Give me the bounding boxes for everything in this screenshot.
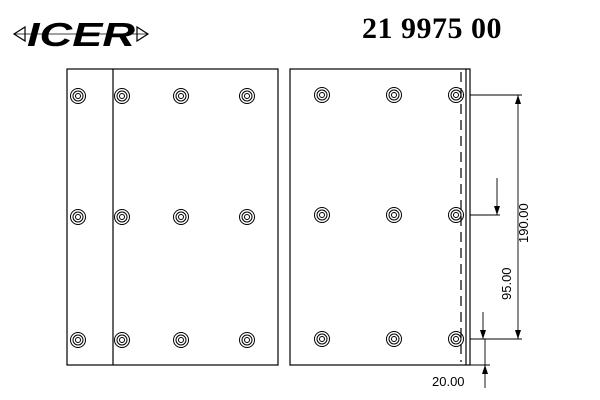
right-rivet-holes [314,87,464,347]
arrow-up-icon [515,95,521,104]
rivet-hole-icon [70,209,86,225]
rivet-hole-icon [314,207,330,223]
rivet-hole-icon [448,207,464,223]
rivet-hole-icon [448,87,464,103]
rivet-hole-icon [173,332,189,348]
rivet-hole-icon [386,207,402,223]
rivet-hole-icon [114,332,130,348]
logo-wordmark: ICER [27,16,135,53]
right-shoe-outline [289,68,471,366]
rivet-hole-icon [173,88,189,104]
dim-95-label: 95.00 [499,267,514,300]
rivet-hole-icon [173,209,189,225]
rivet-hole-icon [239,332,255,348]
rivet-hole-icon [70,88,86,104]
arrow-down-icon [480,330,486,339]
arrow-up-icon [482,365,488,374]
rivet-hole-icon [448,331,464,347]
rivet-hole-icon [239,209,255,225]
rivet-hole-icon [114,209,130,225]
rivet-hole-icon [239,88,255,104]
dim-20-label: 20.00 [432,374,465,389]
arrow-down-icon [494,206,500,215]
left-shoe-outline [66,68,279,366]
rivet-hole-icon [70,332,86,348]
rivet-hole-icon [314,87,330,103]
arrow-down-icon [515,330,521,339]
left-rivet-holes [70,88,255,348]
dim-190-label: 190.00 [516,203,531,243]
rivet-hole-icon [114,88,130,104]
part-number: 21 9975 00 [362,12,502,45]
dimension-arrows [480,95,521,374]
rivet-hole-icon [386,87,402,103]
left-shoe-view [66,68,279,366]
rivet-hole-icon [386,331,402,347]
icer-logo: ICER [12,16,150,53]
dimension-lines [466,94,522,388]
rivet-hole-icon [314,331,330,347]
